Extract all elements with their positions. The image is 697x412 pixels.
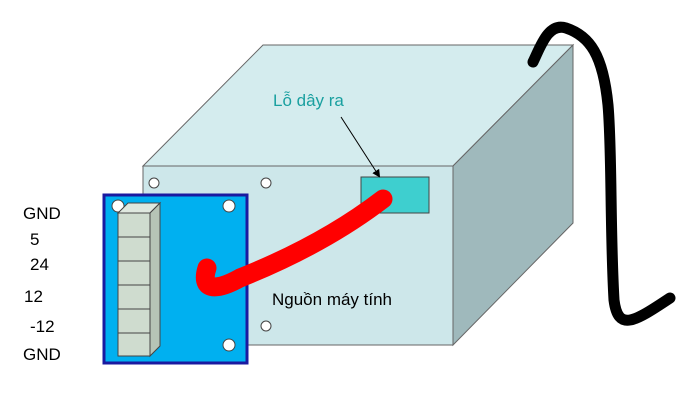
pin-label-5v: 5: [30, 230, 40, 249]
board-hole: [222, 338, 236, 352]
ac-power-cable: [527, 21, 676, 326]
board-hole: [222, 199, 236, 213]
pin-label-minus12v: -12: [30, 317, 55, 336]
outlet-hole-label: Lỗ dây ra: [273, 91, 344, 110]
screw-hole: [260, 177, 272, 189]
pin-label-gnd-bottom: GND: [23, 345, 61, 364]
pin-label-24v: 24: [30, 255, 49, 274]
board-hole: [111, 199, 125, 213]
terminal-block-side: [149, 201, 161, 358]
pin-label-gnd-top: GND: [23, 204, 61, 223]
dc-output-cable: [195, 189, 393, 297]
pin-label-12v: 12: [24, 287, 43, 306]
power-supply-label: Nguồn máy tính: [272, 290, 393, 309]
screw-hole: [260, 320, 272, 332]
callout-arrow: [340, 116, 381, 178]
screw-hole: [148, 177, 160, 189]
